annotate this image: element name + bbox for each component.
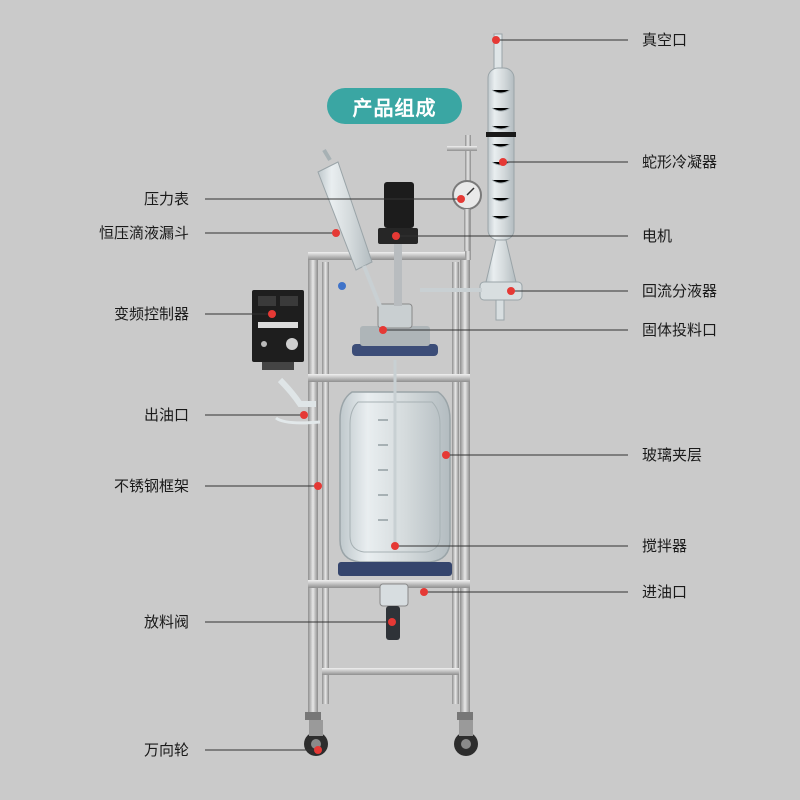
leader-lines xyxy=(205,39,628,751)
marker-coil-condenser xyxy=(499,158,507,166)
label-discharge-valve: 放料阀 xyxy=(143,613,189,631)
marker-vacuum-port xyxy=(492,36,500,44)
label-glass-jacket: 玻璃夹层 xyxy=(642,446,703,464)
label-coil-condenser: 蛇形冷凝器 xyxy=(642,153,718,171)
marker-oil-outlet xyxy=(300,411,308,419)
marker-steel-frame xyxy=(314,482,322,490)
marker-solid-feed-port xyxy=(379,326,387,334)
section-title: 产品组成 xyxy=(327,88,462,124)
label-dropping-funnel: 恒压滴液漏斗 xyxy=(98,224,189,242)
coil-condenser-part xyxy=(420,33,523,321)
label-casters: 万向轮 xyxy=(143,741,189,759)
label-reflux-divider: 回流分液器 xyxy=(642,282,718,300)
label-solid-feed-port: 固体投料口 xyxy=(642,321,718,339)
glass-vessel xyxy=(338,303,452,640)
label-vfd-controller: 变频控制器 xyxy=(113,305,189,323)
marker-oil-inlet xyxy=(420,588,428,596)
label-oil-inlet: 进油口 xyxy=(642,583,688,601)
label-stirrer: 搅拌器 xyxy=(642,537,688,555)
marker-glass-jacket xyxy=(442,451,450,459)
oil-outlet-pipe xyxy=(275,377,321,425)
marker-dots xyxy=(268,36,515,754)
label-pressure-gauge: 压力表 xyxy=(143,190,189,208)
marker-vfd-controller xyxy=(268,310,276,318)
motor-unit xyxy=(378,182,418,306)
marker-dropping-funnel xyxy=(332,229,340,237)
label-vacuum-port: 真空口 xyxy=(642,31,688,49)
vfd-controller-box xyxy=(252,290,304,370)
marker-reflux-divider xyxy=(507,287,515,295)
pressure-gauge-part xyxy=(452,180,482,251)
label-motor: 电机 xyxy=(642,227,673,245)
marker-discharge-valve xyxy=(388,618,396,626)
label-oil-outlet: 出油口 xyxy=(143,406,189,424)
marker-casters xyxy=(314,746,322,754)
marker-stirrer xyxy=(391,542,399,550)
marker-pressure-gauge xyxy=(457,195,465,203)
label-steel-frame: 不锈钢框架 xyxy=(113,477,189,495)
marker-motor xyxy=(392,232,400,240)
caster-wheels xyxy=(304,712,478,756)
dropping-funnel-part xyxy=(317,148,382,307)
